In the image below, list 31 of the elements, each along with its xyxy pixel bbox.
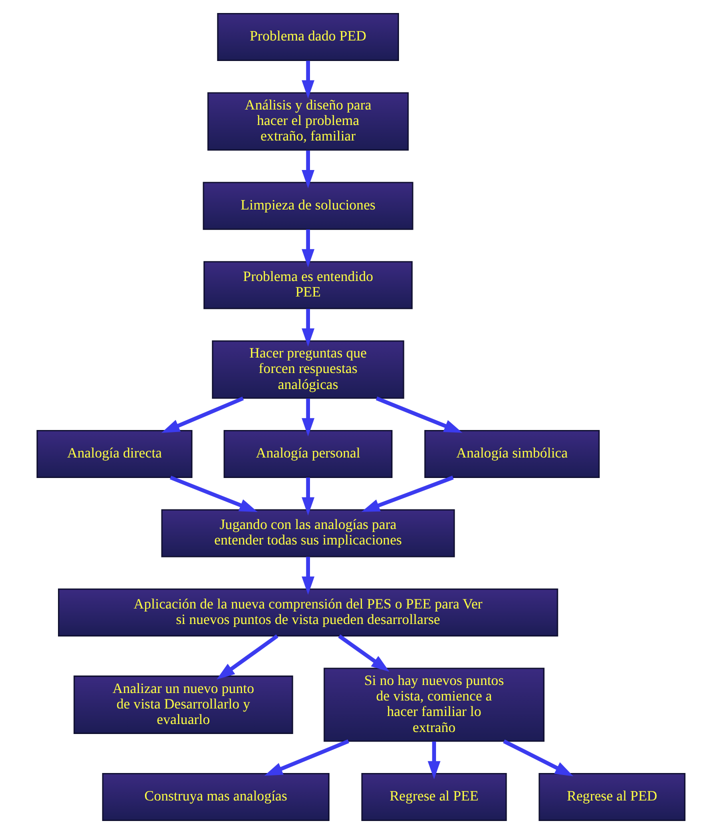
arrow [302,60,314,98]
arrow [338,634,390,672]
node-box: Construya mas analogías [102,772,330,822]
arrow [161,396,244,433]
node-box: Analogía personal [224,430,392,478]
arrow [428,741,440,780]
arrow [302,478,314,516]
node-box: Regrese al PED [538,772,686,822]
arrow [302,398,314,436]
arrow [376,396,462,433]
node-box: Analogía directa [36,430,192,478]
node-box: Regrese al PEE [361,772,507,822]
arrow [503,739,574,776]
node-box: Aplicación de la nueva comprensión del PES o PEE para Ver si nuevos puntos de vista pueden desarrollarse [58,588,558,637]
node-box: Jugando con las analogías para entender todas sus implicaciones [161,509,455,558]
arrow [302,229,314,268]
arrow [216,634,278,680]
arrow [302,308,314,347]
arrow [361,476,454,512]
arrow [170,476,258,512]
arrow [302,556,314,595]
node-box: Si no hay nuevos puntos de vista, comience a hacer familiar lo extraño [324,668,544,742]
node-box: Problema es entendido PEE [203,261,413,310]
arrow [302,150,314,188]
node-box: Problema dado PED [217,12,399,62]
node-box: Limpieza de soluciones [202,182,414,230]
node-box: Analogía simbólica [424,430,600,478]
node-box: Hacer preguntas que forcen respuestas analógicas [212,340,404,399]
arrow [264,739,350,776]
node-box: Analizar un nuevo punto de vista Desarrollarlo y evaluarlo [74,676,294,734]
node-box: Análisis y diseño para hacer el problema extraño, familiar [207,92,409,151]
